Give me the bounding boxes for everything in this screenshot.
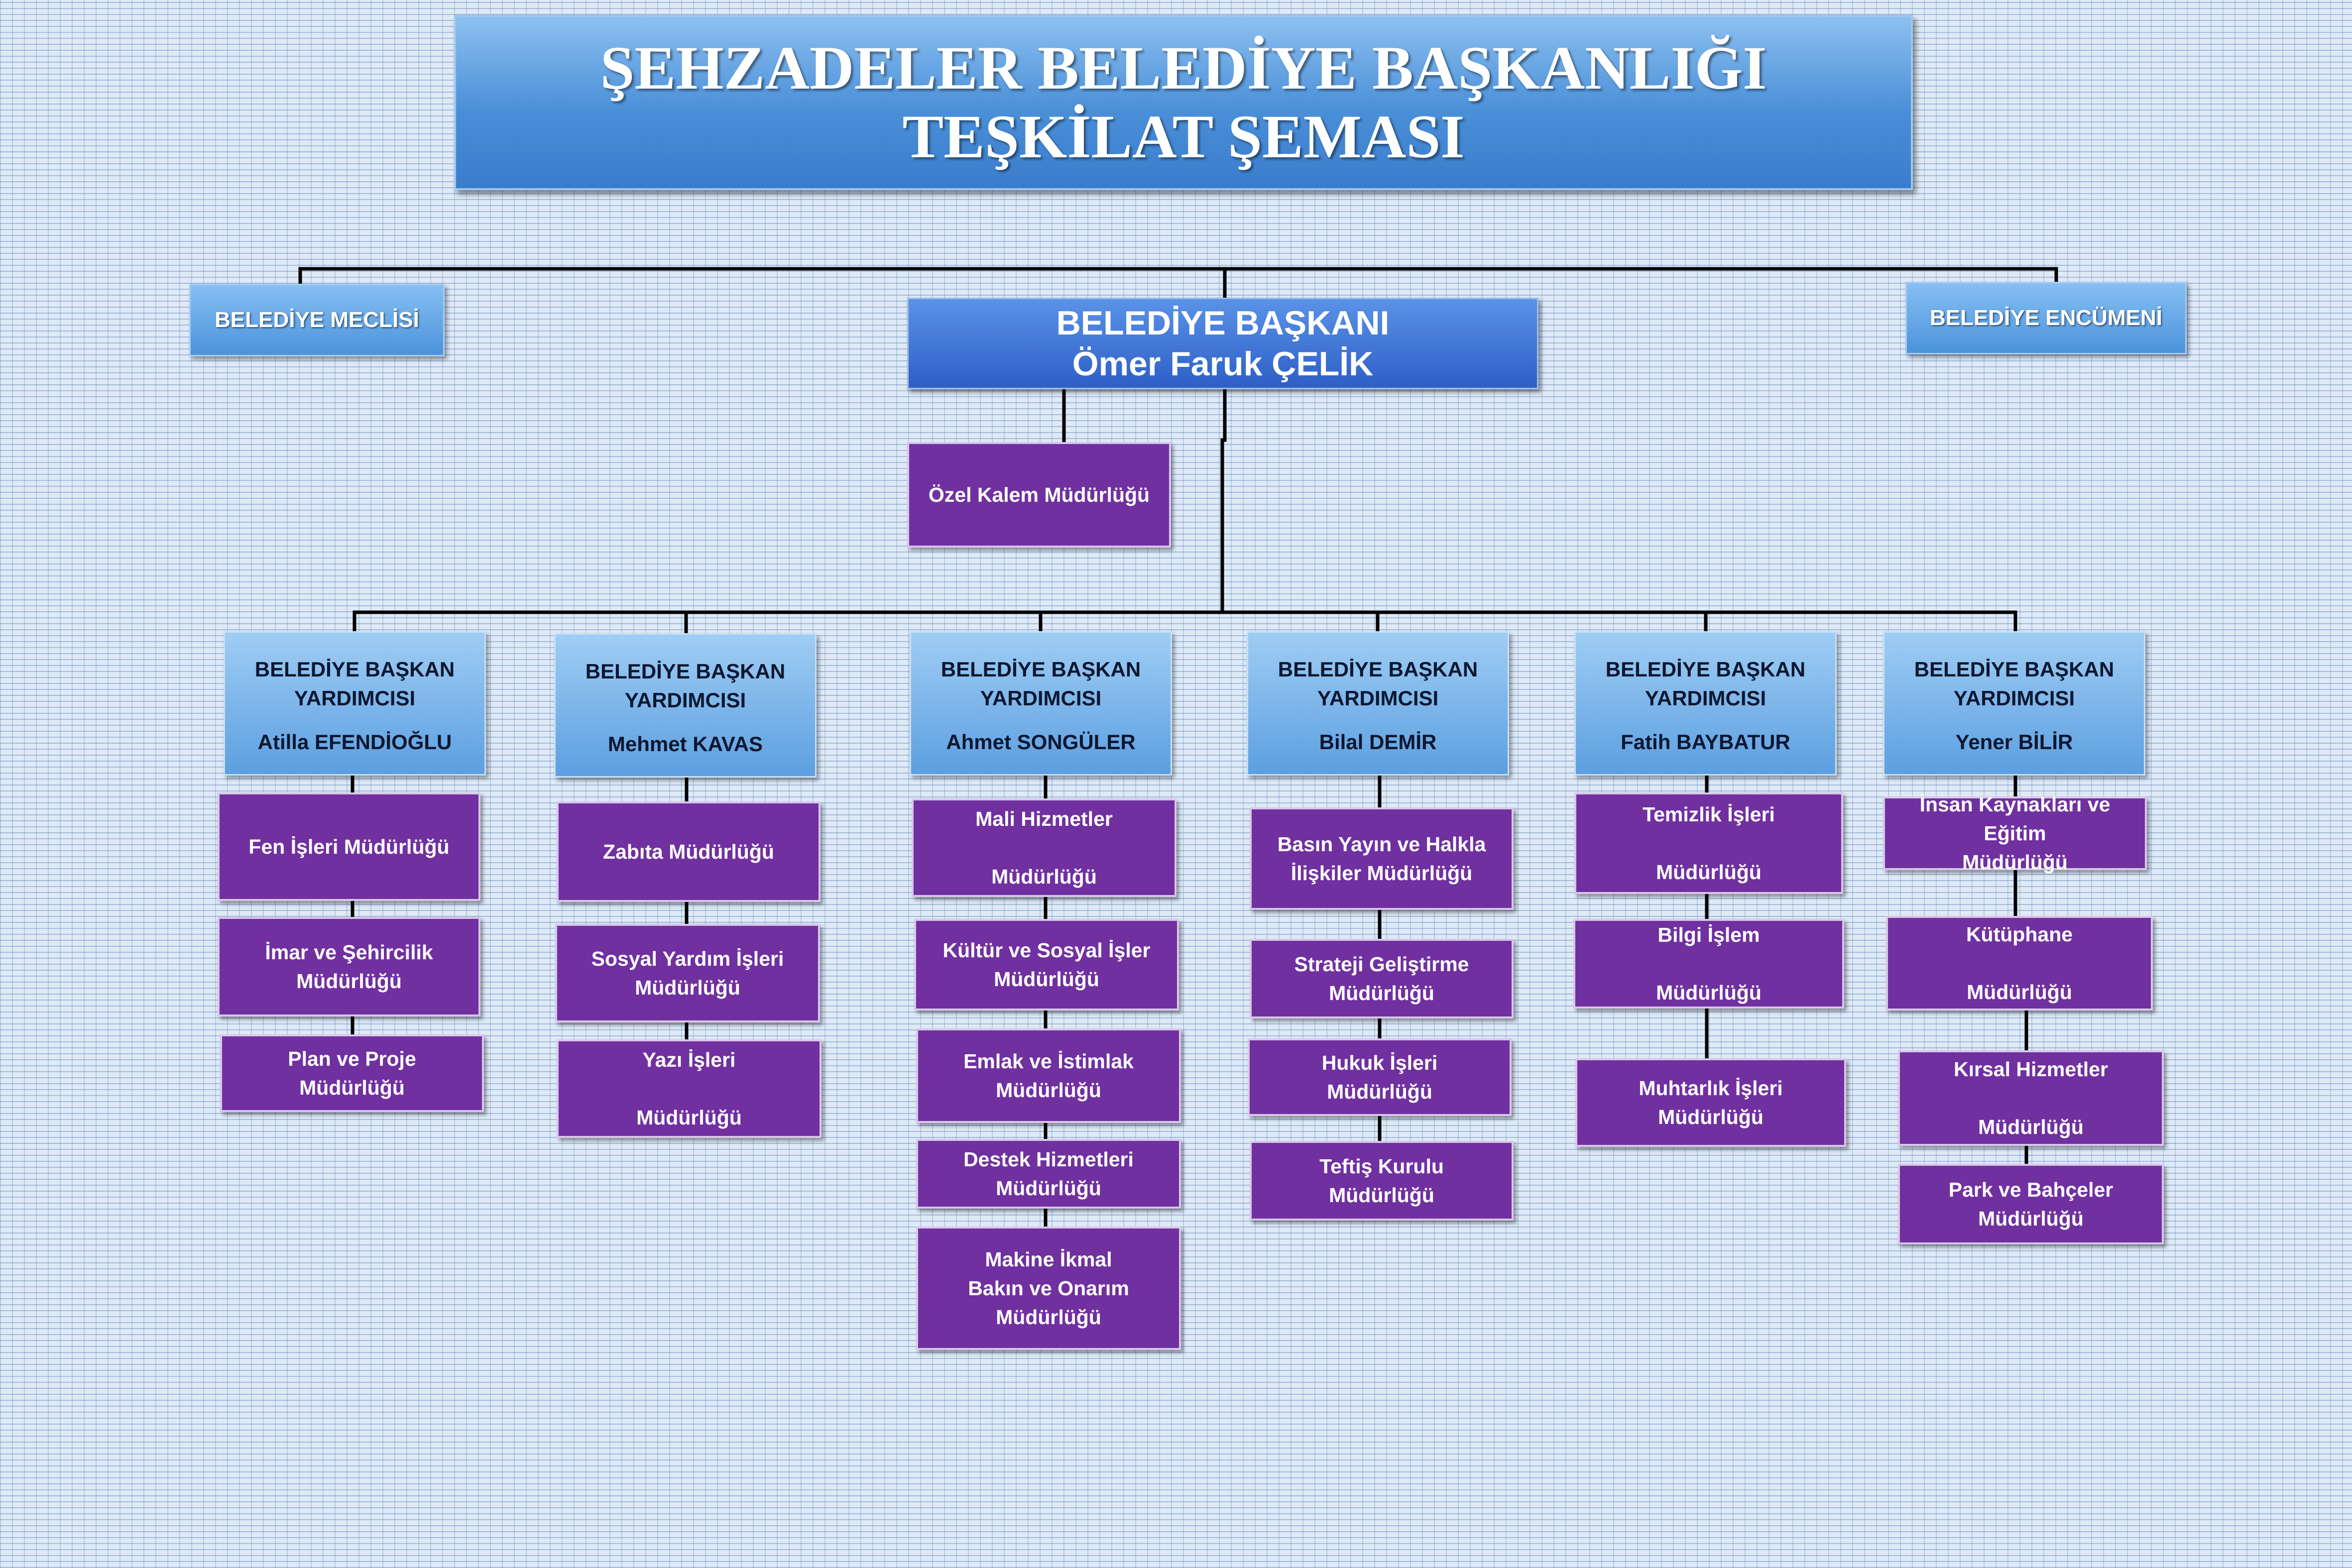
directorate-makine-ikmal: Makine İkmal Bakın ve Onarım Müdürlüğü <box>916 1227 1181 1350</box>
deputy-name: Ahmet SONGÜLER <box>946 730 1136 754</box>
directorate-label: Emlak ve İstimlak Müdürlüğü <box>963 1050 1134 1102</box>
directorate-kutuphane: Kütüphane Müdürlüğü <box>1886 916 2153 1010</box>
directorate-insan-kaynaklari: İnsan Kaynakları ve Eğitim Müdürlüğü <box>1883 793 2147 874</box>
council-label: BELEDİYE MECLİSİ <box>215 308 419 332</box>
mayor-name: Ömer Faruk ÇELİK <box>1072 345 1374 383</box>
chart-title: ŞEHZADELER BELEDİYE BAŞKANLIĞI TEŞKİLAT … <box>454 15 1913 190</box>
directorate-mali-hizmetler: Mali Hizmetler Müdürlüğü <box>912 798 1176 897</box>
deputy-box-4: BELEDİYE BAŞKAN YARDIMCISI Bilal DEMİR <box>1247 631 1509 776</box>
directorate-label: Sosyal Yardım İşleri Müdürlüğü <box>591 947 784 999</box>
directorate-muhtarlik: Muhtarlık İşleri Müdürlüğü <box>1575 1058 1846 1147</box>
deputy-title: BELEDİYE BAŞKAN YARDIMCISI <box>585 660 786 712</box>
chart-title-line-2: TEŞKİLAT ŞEMASI <box>902 103 1465 171</box>
deputy-box-3: BELEDİYE BAŞKAN YARDIMCISI Ahmet SONGÜLE… <box>910 631 1172 776</box>
deputy-name: Atilla EFENDİOĞLU <box>257 730 452 754</box>
directorate-label: İmar ve Şehircilik Müdürlüğü <box>265 941 433 993</box>
directorate-label: Park ve Bahçeler Müdürlüğü <box>1948 1178 2114 1230</box>
directorate-yazi-isleri: Yazı İşleri Müdürlüğü <box>557 1039 822 1138</box>
directorate-strateji: Strateji Geliştirme Müdürlüğü <box>1250 939 1514 1018</box>
deputy-title: BELEDİYE BAŞKAN YARDIMCISI <box>941 658 1141 710</box>
deputy-name: Fatih BAYBATUR <box>1621 730 1790 754</box>
directorate-basin-yayin: Basın Yayın ve Halkla İlişkiler Müdürlüğ… <box>1250 807 1514 910</box>
directorate-plan-proje: Plan ve Proje Müdürlüğü <box>220 1034 484 1112</box>
deputy-box-2: BELEDİYE BAŞKAN YARDIMCISI Mehmet KAVAS <box>554 633 817 778</box>
directorate-label: Yazı İşleri Müdürlüğü <box>636 1048 742 1129</box>
deputy-box-6: BELEDİYE BAŞKAN YARDIMCISI Yener BİLİR <box>1883 631 2145 776</box>
deputy-name: Yener BİLİR <box>1955 730 2073 754</box>
committee-label: BELEDİYE ENCÜMENİ <box>1930 306 2162 330</box>
directorate-label: Mali Hizmetler Müdürlüğü <box>975 807 1113 888</box>
directorate-temizlik: Temizlik İşleri Müdürlüğü <box>1574 792 1843 894</box>
deputy-box-5: BELEDİYE BAŞKAN YARDIMCISI Fatih BAYBATU… <box>1574 631 1837 776</box>
directorate-fen-isleri: Fen İşleri Müdürlüğü <box>218 792 480 901</box>
directorate-teftis-kurulu: Teftiş Kurulu Müdürlüğü <box>1250 1141 1514 1221</box>
directorate-label: Strateji Geliştirme Müdürlüğü <box>1294 953 1469 1005</box>
directorate-label: Muhtarlık İşleri Müdürlüğü <box>1639 1077 1783 1128</box>
directorate-destek-hizmetleri: Destek Hizmetleri Müdürlüğü <box>916 1139 1181 1209</box>
directorate-label: Kültür ve Sosyal İşler Müdürlüğü <box>942 939 1151 991</box>
directorate-kultur-sosyal: Kültür ve Sosyal İşler Müdürlüğü <box>914 919 1179 1010</box>
deputy-title: BELEDİYE BAŞKAN YARDIMCISI <box>254 658 455 710</box>
directorate-label: Bilgi İşlem Müdürlüğü <box>1656 923 1762 1004</box>
directorate-label: Fen İşleri Müdürlüğü <box>248 835 450 858</box>
directorate-label: Hukuk İşleri Müdürlüğü <box>1321 1051 1438 1103</box>
directorate-bilgi-islem: Bilgi İşlem Müdürlüğü <box>1573 919 1844 1008</box>
directorate-label: Teftiş Kurulu Müdürlüğü <box>1319 1155 1444 1207</box>
directorate-emlak-istimlak: Emlak ve İstimlak Müdürlüğü <box>916 1028 1181 1123</box>
deputy-title: BELEDİYE BAŞKAN YARDIMCISI <box>1914 658 2115 710</box>
deputy-box-1: BELEDİYE BAŞKAN YARDIMCISI Atilla EFENDİ… <box>224 631 486 776</box>
directorate-label: İnsan Kaynakları ve Eğitim Müdürlüğü <box>1919 793 2111 874</box>
directorate-zabita: Zabıta Müdürlüğü <box>557 801 821 902</box>
directorate-label: Zabıta Müdürlüğü <box>603 840 774 863</box>
directorate-label: Kütüphane Müdürlüğü <box>1966 923 2073 1004</box>
private-office-box: Özel Kalem Müdürlüğü <box>907 442 1171 548</box>
directorate-label: Temizlik İşleri Müdürlüğü <box>1643 803 1775 884</box>
deputy-title: BELEDİYE BAŞKAN YARDIMCISI <box>1278 658 1478 710</box>
council-box: BELEDİYE MECLİSİ <box>189 284 445 356</box>
mayor-box: BELEDİYE BAŞKANI Ömer Faruk ÇELİK <box>907 298 1538 389</box>
directorate-imar-sehircilik: İmar ve Şehircilik Müdürlüğü <box>218 917 480 1016</box>
deputy-name: Mehmet KAVAS <box>607 732 763 756</box>
private-office-label: Özel Kalem Müdürlüğü <box>928 483 1150 506</box>
directorate-label: Kırsal Hizmetler Müdürlüğü <box>1954 1058 2108 1138</box>
directorate-kirsal-hizmetler: Kırsal Hizmetler Müdürlüğü <box>1898 1050 2164 1146</box>
directorate-label: Plan ve Proje Müdürlüğü <box>288 1047 416 1099</box>
deputy-name: Bilal DEMİR <box>1319 730 1437 754</box>
directorate-label: Basın Yayın ve Halkla İlişkiler Müdürlüğ… <box>1277 833 1486 885</box>
committee-box: BELEDİYE ENCÜMENİ <box>1905 282 2187 354</box>
directorate-hukuk: Hukuk İşleri Müdürlüğü <box>1248 1038 1512 1116</box>
directorate-label: Makine İkmal Bakın ve Onarım Müdürlüğü <box>968 1248 1129 1329</box>
mayor-title: BELEDİYE BAŞKANI <box>1056 304 1390 342</box>
deputy-title: BELEDİYE BAŞKAN YARDIMCISI <box>1605 658 1806 710</box>
directorate-park-bahceler: Park ve Bahçeler Müdürlüğü <box>1898 1164 2164 1244</box>
chart-title-line-1: ŞEHZADELER BELEDİYE BAŞKANLIĞI <box>600 34 1767 102</box>
directorate-label: Destek Hizmetleri Müdürlüğü <box>963 1148 1134 1200</box>
directorate-sosyal-yardim: Sosyal Yardım İşleri Müdürlüğü <box>555 924 820 1022</box>
